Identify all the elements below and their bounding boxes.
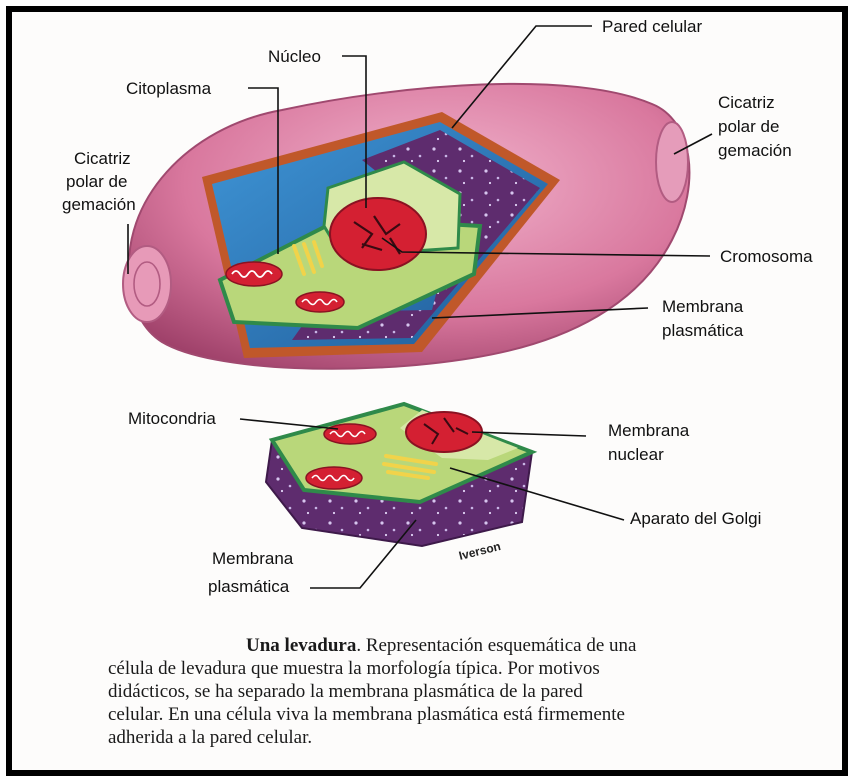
label-membrana-plasmatica-top-2: plasmática <box>662 321 744 340</box>
caption-line-3: didácticos, se ha separado la membrana p… <box>108 680 808 703</box>
caption-line-5: adherida a la pared celular. <box>108 726 808 749</box>
caption-line-4: celular. En una célula viva la membrana … <box>108 703 808 726</box>
yeast-cell-diagram: Pared celular Núcleo Citoplasma Cicatriz… <box>12 12 848 622</box>
label-citoplasma: Citoplasma <box>126 79 212 98</box>
yeast-cell <box>123 84 689 369</box>
bud-scar-right <box>656 122 688 202</box>
label-membrana-plasmatica-bottom-1: Membrana <box>212 549 294 568</box>
nucleus-shape <box>330 198 426 270</box>
label-cromosoma: Cromosoma <box>720 247 813 266</box>
label-cicatriz-der-1: Cicatriz <box>718 93 775 112</box>
label-aparato-golgi: Aparato del Golgi <box>630 509 761 528</box>
label-mitocondria: Mitocondria <box>128 409 216 428</box>
label-pared-celular: Pared celular <box>602 17 703 36</box>
label-nucleo: Núcleo <box>268 47 321 66</box>
caption-line-2: célula de levadura que muestra la morfol… <box>108 657 808 680</box>
artist-signature: Iverson <box>457 539 502 563</box>
label-membrana-plasmatica-top-1: Membrana <box>662 297 744 316</box>
mitochondrion-2 <box>296 292 344 312</box>
label-cicatriz-der-2: polar de <box>718 117 779 136</box>
caption-line-1: . Representación esquemática de una <box>356 635 636 656</box>
label-cicatriz-der-3: gemación <box>718 141 792 160</box>
figure-caption: Una levadura. Representación esquemática… <box>108 634 808 749</box>
caption-title: Una levadura <box>246 635 356 656</box>
label-cicatriz-izq-1: Cicatriz <box>74 149 131 168</box>
figure-frame: Pared celular Núcleo Citoplasma Cicatriz… <box>6 6 848 776</box>
label-cicatriz-izq-3: gemación <box>62 195 136 214</box>
label-membrana-nuclear-1: Membrana <box>608 421 690 440</box>
label-membrana-plasmatica-bottom-2: plasmática <box>208 577 290 596</box>
mitochondrion-1 <box>226 262 282 286</box>
label-membrana-nuclear-2: nuclear <box>608 445 664 464</box>
label-cicatriz-izq-2: polar de <box>66 172 127 191</box>
bud-scar-left <box>123 246 171 322</box>
